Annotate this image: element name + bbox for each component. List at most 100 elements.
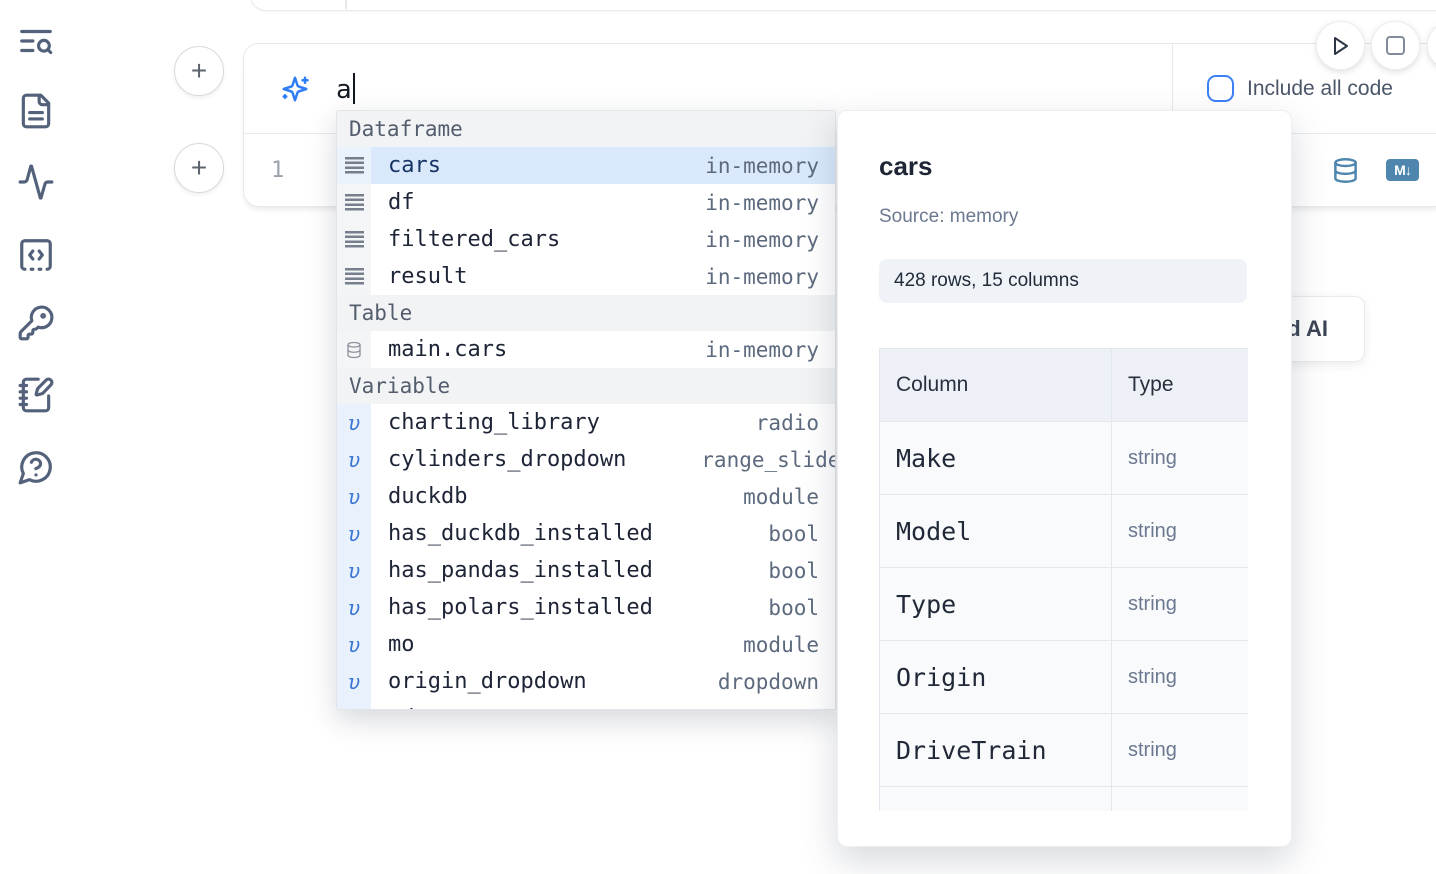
schema-column-name: Type — [879, 567, 1112, 641]
table-of-contents-search-icon[interactable] — [17, 22, 55, 60]
markdown-icon[interactable]: M↓ — [1386, 159, 1419, 181]
variable-icon: υ — [337, 441, 371, 478]
stop-button[interactable] — [1371, 21, 1420, 70]
variable-icon: υ — [337, 700, 371, 709]
previous-cell-edge — [250, 0, 1436, 11]
completion-item-type: in-memory — [705, 264, 819, 289]
completion-item-type: bool — [768, 595, 819, 620]
help-chat-icon[interactable] — [17, 448, 55, 486]
datasource-database-icon[interactable] — [1332, 156, 1359, 185]
ai-prompt-input[interactable]: a — [336, 73, 355, 105]
scratchpad-notebook-icon[interactable] — [17, 376, 55, 414]
activity-icon[interactable] — [17, 163, 55, 201]
completion-item-name: cars — [388, 153, 441, 178]
completion-item-name: df — [388, 190, 415, 215]
variable-icon: υ — [337, 626, 371, 663]
completion-item-charting_library[interactable]: υ charting_library radio — [337, 404, 835, 441]
completion-item-name: has_polars_installed — [388, 595, 653, 620]
cell-output-icons: M↓ — [1332, 134, 1419, 206]
panel-shape-badge: 428 rows, 15 columns — [879, 259, 1247, 303]
schema-column-name: Origin — [879, 640, 1112, 714]
variable-icon: υ — [337, 404, 371, 441]
completion-item-name: main.cars — [388, 337, 508, 362]
completion-item-df[interactable]: df in-memory — [337, 184, 835, 221]
completion-item-name: mo — [388, 632, 415, 657]
schema-column-header: Column — [879, 348, 1112, 422]
completion-item-name: duckdb — [388, 484, 468, 509]
completion-item-cars[interactable]: cars in-memory — [337, 147, 835, 184]
run-cell-button[interactable] — [1316, 21, 1365, 70]
completion-item-result[interactable]: result in-memory — [337, 258, 835, 295]
completion-item-type: module — [743, 484, 819, 509]
completion-item-name: pd — [388, 706, 415, 709]
completion-item-name: filtered_cars — [388, 227, 561, 252]
completion-item-has_polars_installed[interactable]: υ has_polars_installed bool — [337, 589, 835, 626]
completion-item-name: cylinders_dropdown — [388, 447, 627, 472]
shortcut-key-icon[interactable] — [17, 304, 55, 342]
completion-group-header: Table — [337, 295, 835, 331]
completion-item-type: in-memory — [705, 227, 819, 252]
completion-item-type: range_slider — [701, 447, 835, 472]
variable-icon: υ — [337, 589, 371, 626]
include-all-code-checkbox[interactable] — [1207, 75, 1234, 102]
code-editor-row[interactable]: 1 M↓ — [244, 134, 1436, 206]
completion-item-pd[interactable]: υ pd module — [337, 700, 835, 710]
completion-item-type: module — [743, 707, 819, 710]
table-icon — [337, 331, 371, 368]
variable-icon: υ — [337, 663, 371, 700]
completion-item-name: has_duckdb_installed — [388, 521, 653, 546]
code-snippets-icon[interactable] — [17, 236, 55, 274]
schema-column-name: Make — [879, 421, 1112, 495]
completion-item-has_duckdb_installed[interactable]: υ has_duckdb_installed bool — [337, 515, 835, 552]
completion-item-origin_dropdown[interactable]: υ origin_dropdown dropdown — [337, 663, 835, 700]
variable-icon: υ — [337, 515, 371, 552]
completion-group-header: Variable — [337, 368, 835, 404]
schema-column-type: string — [1111, 421, 1248, 495]
completion-item-type: dropdown — [717, 669, 819, 694]
include-all-code-label[interactable]: Include all code — [1247, 76, 1393, 100]
schema-column-name: DriveTrain — [879, 713, 1112, 787]
completion-item-name: origin_dropdown — [388, 669, 587, 694]
add-cell-above-button[interactable]: + — [174, 46, 224, 96]
completion-item-type: radio — [755, 410, 819, 435]
file-document-icon[interactable] — [17, 92, 55, 130]
prompt-options-zone: Include all code — [1172, 44, 1436, 133]
schema-column-name: Model — [879, 494, 1112, 568]
completion-item-name: has_pandas_installed — [388, 558, 653, 583]
panel-source: Source: memory — [879, 206, 1019, 227]
completion-item-type: in-memory — [705, 190, 819, 215]
completion-item-type: module — [743, 632, 819, 657]
completion-item-filtered_cars[interactable]: filtered_cars in-memory — [337, 221, 835, 258]
completion-item-cylinders_dropdown[interactable]: υ cylinders_dropdown range_slider — [337, 441, 835, 478]
panel-title: cars — [879, 151, 933, 181]
completion-item-name: charting_library — [388, 410, 600, 435]
variable-icon: υ — [337, 478, 371, 515]
schema-column-header: Type — [1111, 348, 1248, 422]
dataframe-icon — [337, 184, 371, 221]
completion-item-type: bool — [768, 558, 819, 583]
completion-item-type: in-memory — [705, 153, 819, 178]
sparkles-ai-icon — [280, 74, 310, 104]
line-number: 1 — [271, 157, 285, 183]
completion-item-type: bool — [768, 521, 819, 546]
schema-column-type — [1111, 786, 1248, 811]
dataframe-icon — [337, 221, 371, 258]
completion-item-name: result — [388, 264, 468, 289]
schema-column-type: string — [1111, 713, 1248, 787]
add-cell-below-button[interactable]: + — [174, 143, 224, 193]
schema-column-type: string — [1111, 567, 1248, 641]
schema-column-type: string — [1111, 640, 1248, 714]
